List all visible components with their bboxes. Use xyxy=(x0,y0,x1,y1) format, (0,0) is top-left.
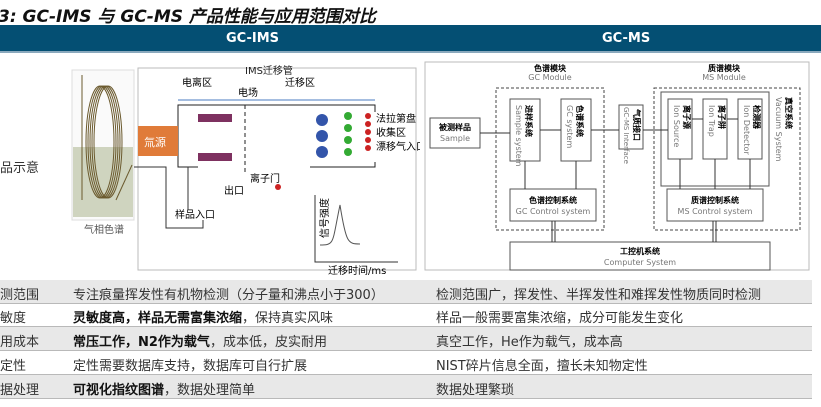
det-label: 检测器 xyxy=(752,105,762,130)
gc-ms-cell: 检测范围广，挥发性、半挥发性和难挥发性物质同时检测 xyxy=(436,288,762,303)
x-axis-label: 迁移时间/ms xyxy=(328,264,386,275)
table-row: 据处理 可视化指纹图谱，数据处理简单 数据处理繁琐 xyxy=(0,375,812,399)
inlet-label: 样品入口 xyxy=(175,208,215,221)
gate-label: 离子门 xyxy=(250,172,280,185)
ms-ctrl-label: 质谱控制系统 xyxy=(691,195,739,205)
table-row: 定性 定性需要数据库支持，数据库可自行扩展 NIST碎片信息全面，擅长未知物定性 xyxy=(0,351,812,375)
sample-sys-label: 进样系统 xyxy=(524,105,534,137)
source-label: 氚源 xyxy=(144,135,166,149)
trap-label: 离子阱 xyxy=(717,105,727,129)
gc-label: 气相色谱 xyxy=(84,223,124,236)
row-label: 用成本 xyxy=(0,335,40,350)
outlet-label: 出口 xyxy=(224,184,244,197)
gc-module-en: GC Module xyxy=(528,73,571,82)
gc-ims-text: ，数据处理简单 xyxy=(164,383,256,398)
gc-ms-cell: 数据处理繁琐 xyxy=(436,383,515,398)
ms-ctrl-en: MS Control system xyxy=(678,207,753,216)
trap-en: Ion Trap xyxy=(707,105,716,137)
vac-label: 真空系统 xyxy=(784,97,794,129)
row-label: 据处理 xyxy=(0,383,40,398)
table-row: 用成本 常压工作，N2作为载气，成本低，皮实耐用 真空工作，He作为载气，成本高 xyxy=(0,327,812,351)
gc-ims-cell: 可视化指纹图谱，数据处理简单 xyxy=(73,379,255,398)
gc-ims-cell: 常压工作，N2作为载气，成本低，皮实耐用 xyxy=(73,331,327,350)
gc-ims-bold: 灵敏度高，样品无需富集浓缩 xyxy=(73,311,243,326)
gc-ims-text: ，成本低，皮实耐用 xyxy=(209,335,327,350)
vac-en: Vacuum System xyxy=(774,97,783,162)
gc-ms-cell: 真空工作，He作为载气，成本高 xyxy=(436,335,623,350)
table-row: 敏度 灵敏度高，样品无需富集浓缩，保持真实风味 样品一般需要富集浓缩，成分可能发… xyxy=(0,303,812,327)
det-en: Ion Detector xyxy=(742,105,751,155)
faraday-label: 法拉第盘 xyxy=(376,112,416,125)
gc-ims-text: 定性需要数据库支持，数据库可自行扩展 xyxy=(73,359,308,374)
gc-ms-diagram: 色谱模块 GC Module 质谱模块 MS Module 被测样品 Sampl… xyxy=(424,61,810,271)
sample-label: 被测样品 xyxy=(439,122,471,132)
iface-label: 气质接口 xyxy=(632,108,642,141)
figure-title: 3: GC-IMS 与 GC-MS 产品性能与应用范围对比 xyxy=(0,7,376,27)
comp-en: Computer System xyxy=(604,258,676,267)
ims-tube-label: IMS迁移管 xyxy=(245,64,293,77)
field-label: 电场 xyxy=(238,86,258,99)
sample-en: Sample xyxy=(440,134,470,143)
ms-module-label: 质谱模块 xyxy=(708,63,741,73)
collect-label: 收集区 xyxy=(376,126,406,139)
table-row: 测范围 专注痕量挥发性有机物检测（分子量和沸点小于300） 检测范围广，挥发性、… xyxy=(0,280,812,304)
gc-module-label: 色谱模块 xyxy=(534,63,567,73)
y-axis-label: 信号强度 xyxy=(318,198,331,238)
gc-ims-text: ，保持真实风味 xyxy=(242,311,334,326)
comp-label: 工控机系统 xyxy=(620,246,660,256)
gc-ms-cell: 样品一般需要富集浓缩，成分可能发生变化 xyxy=(436,311,684,326)
row-label: 测范围 xyxy=(0,288,40,303)
header-gc-ims: GC-IMS xyxy=(226,31,280,46)
row-label-diagram: 品示意 xyxy=(0,161,40,176)
gc-ims-bold: 常压工作，N2作为载气 xyxy=(73,335,210,350)
gc-sys-en: GC system xyxy=(565,105,574,148)
gc-ims-cell: 定性需要数据库支持，数据库可自行扩展 xyxy=(73,355,307,374)
coil-icon xyxy=(81,75,133,201)
header-gc-ms: GC-MS xyxy=(602,31,651,46)
gc-ims-text: 专注痕量挥发性有机物检测（分子量和沸点小于300） xyxy=(73,288,384,303)
iface-en: GC-MS Interface xyxy=(622,107,630,164)
gc-sys-label: 色谱系统 xyxy=(575,105,585,137)
gc-ctrl-label: 色谱控制系统 xyxy=(529,195,577,205)
table-header: GC-IMS GC-MS xyxy=(0,25,821,53)
ms-module-en: MS Module xyxy=(702,73,746,82)
ion-src-en: Ion Source xyxy=(672,105,681,147)
ion-zone-label: 电离区 xyxy=(182,76,212,89)
gc-ims-cell: 专注痕量挥发性有机物检测（分子量和沸点小于300） xyxy=(73,284,384,303)
gc-ims-bold: 可视化指纹图谱 xyxy=(73,383,165,398)
row-label: 定性 xyxy=(0,359,27,374)
gc-ctrl-en: GC Control system xyxy=(516,207,591,216)
gc-ms-cell: NIST碎片信息全面，擅长未知物定性 xyxy=(436,359,648,374)
gc-ims-diagram: 气相色谱 IMS迁移管 电离区 迁移区 电场 氚源 法拉第盘 收集区 漂移气入口… xyxy=(71,64,420,275)
sample-sys-en: Sample system xyxy=(514,105,523,167)
ion-src-label: 离子源 xyxy=(682,105,692,129)
drift-gas-label: 漂移气入口 xyxy=(376,140,420,153)
drift-zone-label: 迁移区 xyxy=(285,76,315,89)
gc-ims-cell: 灵敏度高，样品无需富集浓缩，保持真实风味 xyxy=(73,307,333,326)
row-label: 敏度 xyxy=(0,311,27,326)
